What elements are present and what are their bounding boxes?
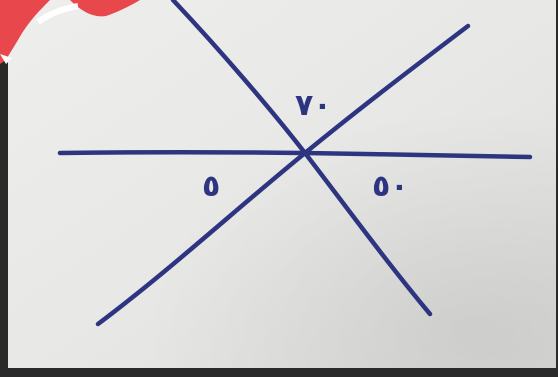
angle-label-left: ٥ <box>202 169 220 204</box>
angle-labels: ٧٠ ٥ ٥٠ <box>202 88 409 204</box>
angle-label-top: ٧٠ <box>295 88 332 123</box>
angle-label-right: ٥٠ <box>372 169 409 204</box>
diagonal-line-down <box>170 0 433 317</box>
stamp-fragment <box>0 0 140 64</box>
intersecting-lines <box>57 0 533 327</box>
